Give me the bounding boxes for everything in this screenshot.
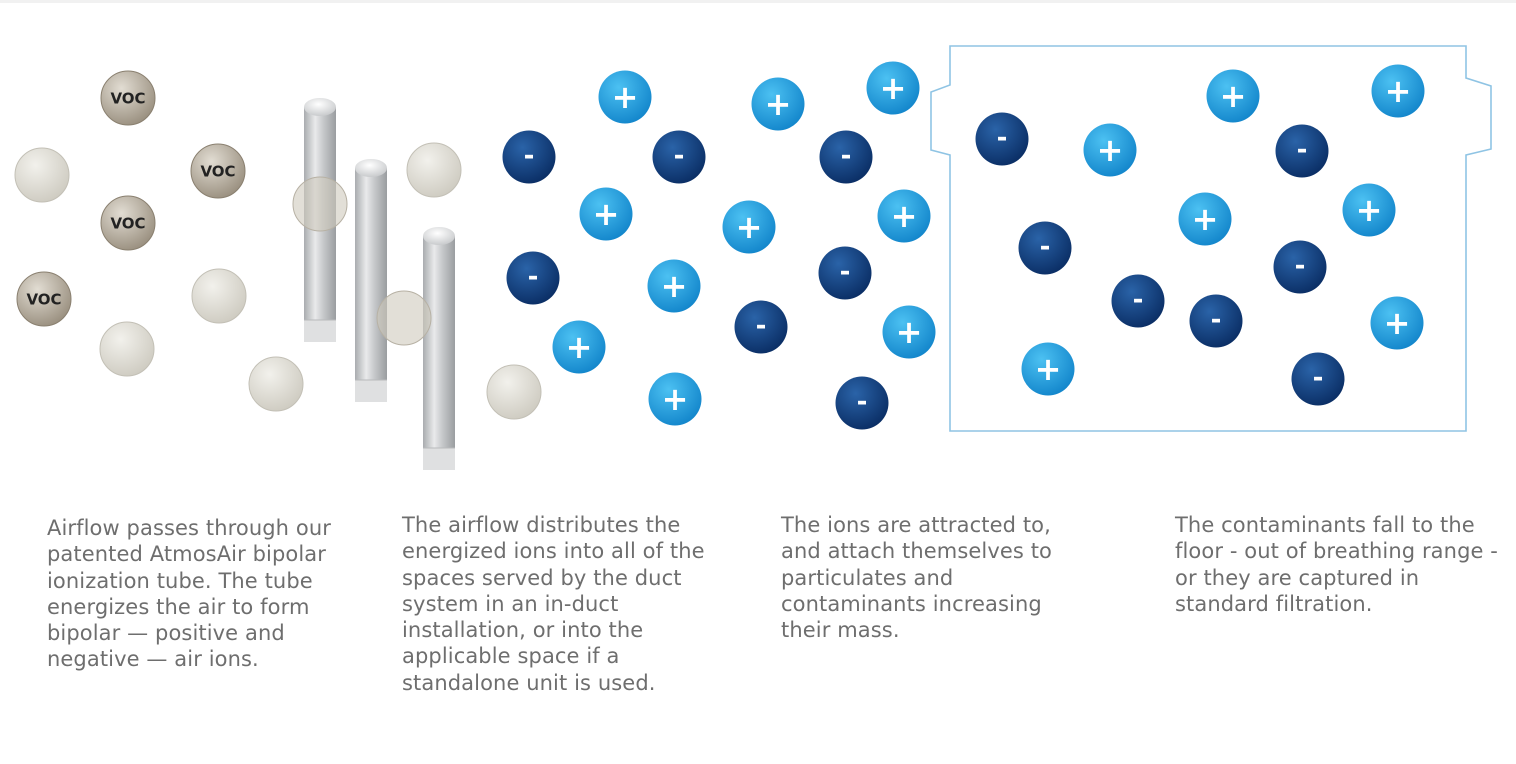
negative-ion: - bbox=[734, 300, 788, 354]
positive-ion: + bbox=[722, 200, 776, 254]
negative-ion: - bbox=[652, 130, 706, 184]
positive-ion: + bbox=[1206, 69, 1260, 123]
positive-ion: + bbox=[648, 372, 702, 426]
positive-ion: + bbox=[552, 320, 606, 374]
voc-label: VOC bbox=[110, 215, 145, 233]
positive-ion: + bbox=[877, 189, 931, 243]
minus-sign: - bbox=[1133, 285, 1144, 315]
caption-step-1: Airflow passes through our patented Atmo… bbox=[47, 516, 331, 672]
minus-sign: - bbox=[840, 257, 851, 287]
plus-sign: + bbox=[1356, 191, 1383, 229]
voc-particle: VOC bbox=[100, 195, 156, 251]
minus-sign: - bbox=[1295, 251, 1306, 281]
positive-ion: + bbox=[866, 61, 920, 115]
positive-ion: + bbox=[1021, 342, 1075, 396]
positive-ion: + bbox=[1178, 192, 1232, 246]
negative-ion: - bbox=[1275, 124, 1329, 178]
negative-ion: - bbox=[1189, 294, 1243, 348]
particulate bbox=[292, 176, 348, 232]
positive-ion: + bbox=[751, 77, 805, 131]
negative-ion: - bbox=[502, 130, 556, 184]
particulate bbox=[14, 147, 70, 203]
positive-ion: + bbox=[1370, 296, 1424, 350]
voc-label: VOC bbox=[200, 163, 235, 181]
voc-label: VOC bbox=[110, 90, 145, 108]
positive-ion: + bbox=[882, 305, 936, 359]
caption-step-4: The contaminants fall to the floor - out… bbox=[1175, 513, 1498, 616]
minus-sign: - bbox=[524, 141, 535, 171]
plus-sign: + bbox=[896, 313, 923, 351]
minus-sign: - bbox=[1040, 232, 1051, 262]
positive-ion: + bbox=[598, 70, 652, 124]
voc-particle: VOC bbox=[190, 143, 246, 199]
plus-sign: + bbox=[1384, 304, 1411, 342]
particulate bbox=[99, 321, 155, 377]
voc-particle: VOC bbox=[16, 271, 72, 327]
minus-sign: - bbox=[997, 123, 1008, 153]
plus-sign: + bbox=[1035, 350, 1062, 388]
negative-ion: - bbox=[1018, 221, 1072, 275]
negative-ion: - bbox=[975, 112, 1029, 166]
plus-sign: + bbox=[1220, 77, 1247, 115]
negative-ion: - bbox=[506, 251, 560, 305]
plus-sign: + bbox=[1097, 131, 1124, 169]
negative-ion: - bbox=[835, 376, 889, 430]
top-divider bbox=[0, 0, 1516, 3]
minus-sign: - bbox=[857, 387, 868, 417]
particulate bbox=[486, 364, 542, 420]
minus-sign: - bbox=[1211, 305, 1222, 335]
negative-ion: - bbox=[819, 130, 873, 184]
minus-sign: - bbox=[1297, 135, 1308, 165]
minus-sign: - bbox=[756, 311, 767, 341]
plus-sign: + bbox=[593, 195, 620, 233]
positive-ion: + bbox=[1342, 183, 1396, 237]
caption-step-3: The ions are attracted to, and attach th… bbox=[781, 513, 1052, 643]
plus-sign: + bbox=[765, 85, 792, 123]
positive-ion: + bbox=[1083, 123, 1137, 177]
particulate bbox=[191, 268, 247, 324]
ionization-tube bbox=[355, 159, 387, 402]
plus-sign: + bbox=[1385, 72, 1412, 110]
plus-sign: + bbox=[566, 328, 593, 366]
negative-ion: - bbox=[1273, 240, 1327, 294]
room-outline bbox=[930, 45, 1492, 432]
particulate bbox=[406, 142, 462, 198]
minus-sign: - bbox=[841, 141, 852, 171]
plus-sign: + bbox=[880, 69, 907, 107]
plus-sign: + bbox=[612, 78, 639, 116]
negative-ion: - bbox=[1111, 274, 1165, 328]
minus-sign: - bbox=[674, 141, 685, 171]
plus-sign: + bbox=[661, 267, 688, 305]
plus-sign: + bbox=[1192, 200, 1219, 238]
positive-ion: + bbox=[647, 259, 701, 313]
plus-sign: + bbox=[662, 380, 689, 418]
positive-ion: + bbox=[579, 187, 633, 241]
plus-sign: + bbox=[891, 197, 918, 235]
plus-sign: + bbox=[736, 208, 763, 246]
minus-sign: - bbox=[1313, 363, 1324, 393]
negative-ion: - bbox=[1291, 352, 1345, 406]
negative-ion: - bbox=[818, 246, 872, 300]
voc-particle: VOC bbox=[100, 70, 156, 126]
voc-label: VOC bbox=[26, 291, 61, 309]
positive-ion: + bbox=[1371, 64, 1425, 118]
minus-sign: - bbox=[528, 262, 539, 292]
ionization-tube bbox=[423, 227, 455, 470]
particulate bbox=[248, 356, 304, 412]
caption-step-2: The airflow distributes the energized io… bbox=[402, 513, 705, 695]
particulate bbox=[376, 290, 432, 346]
